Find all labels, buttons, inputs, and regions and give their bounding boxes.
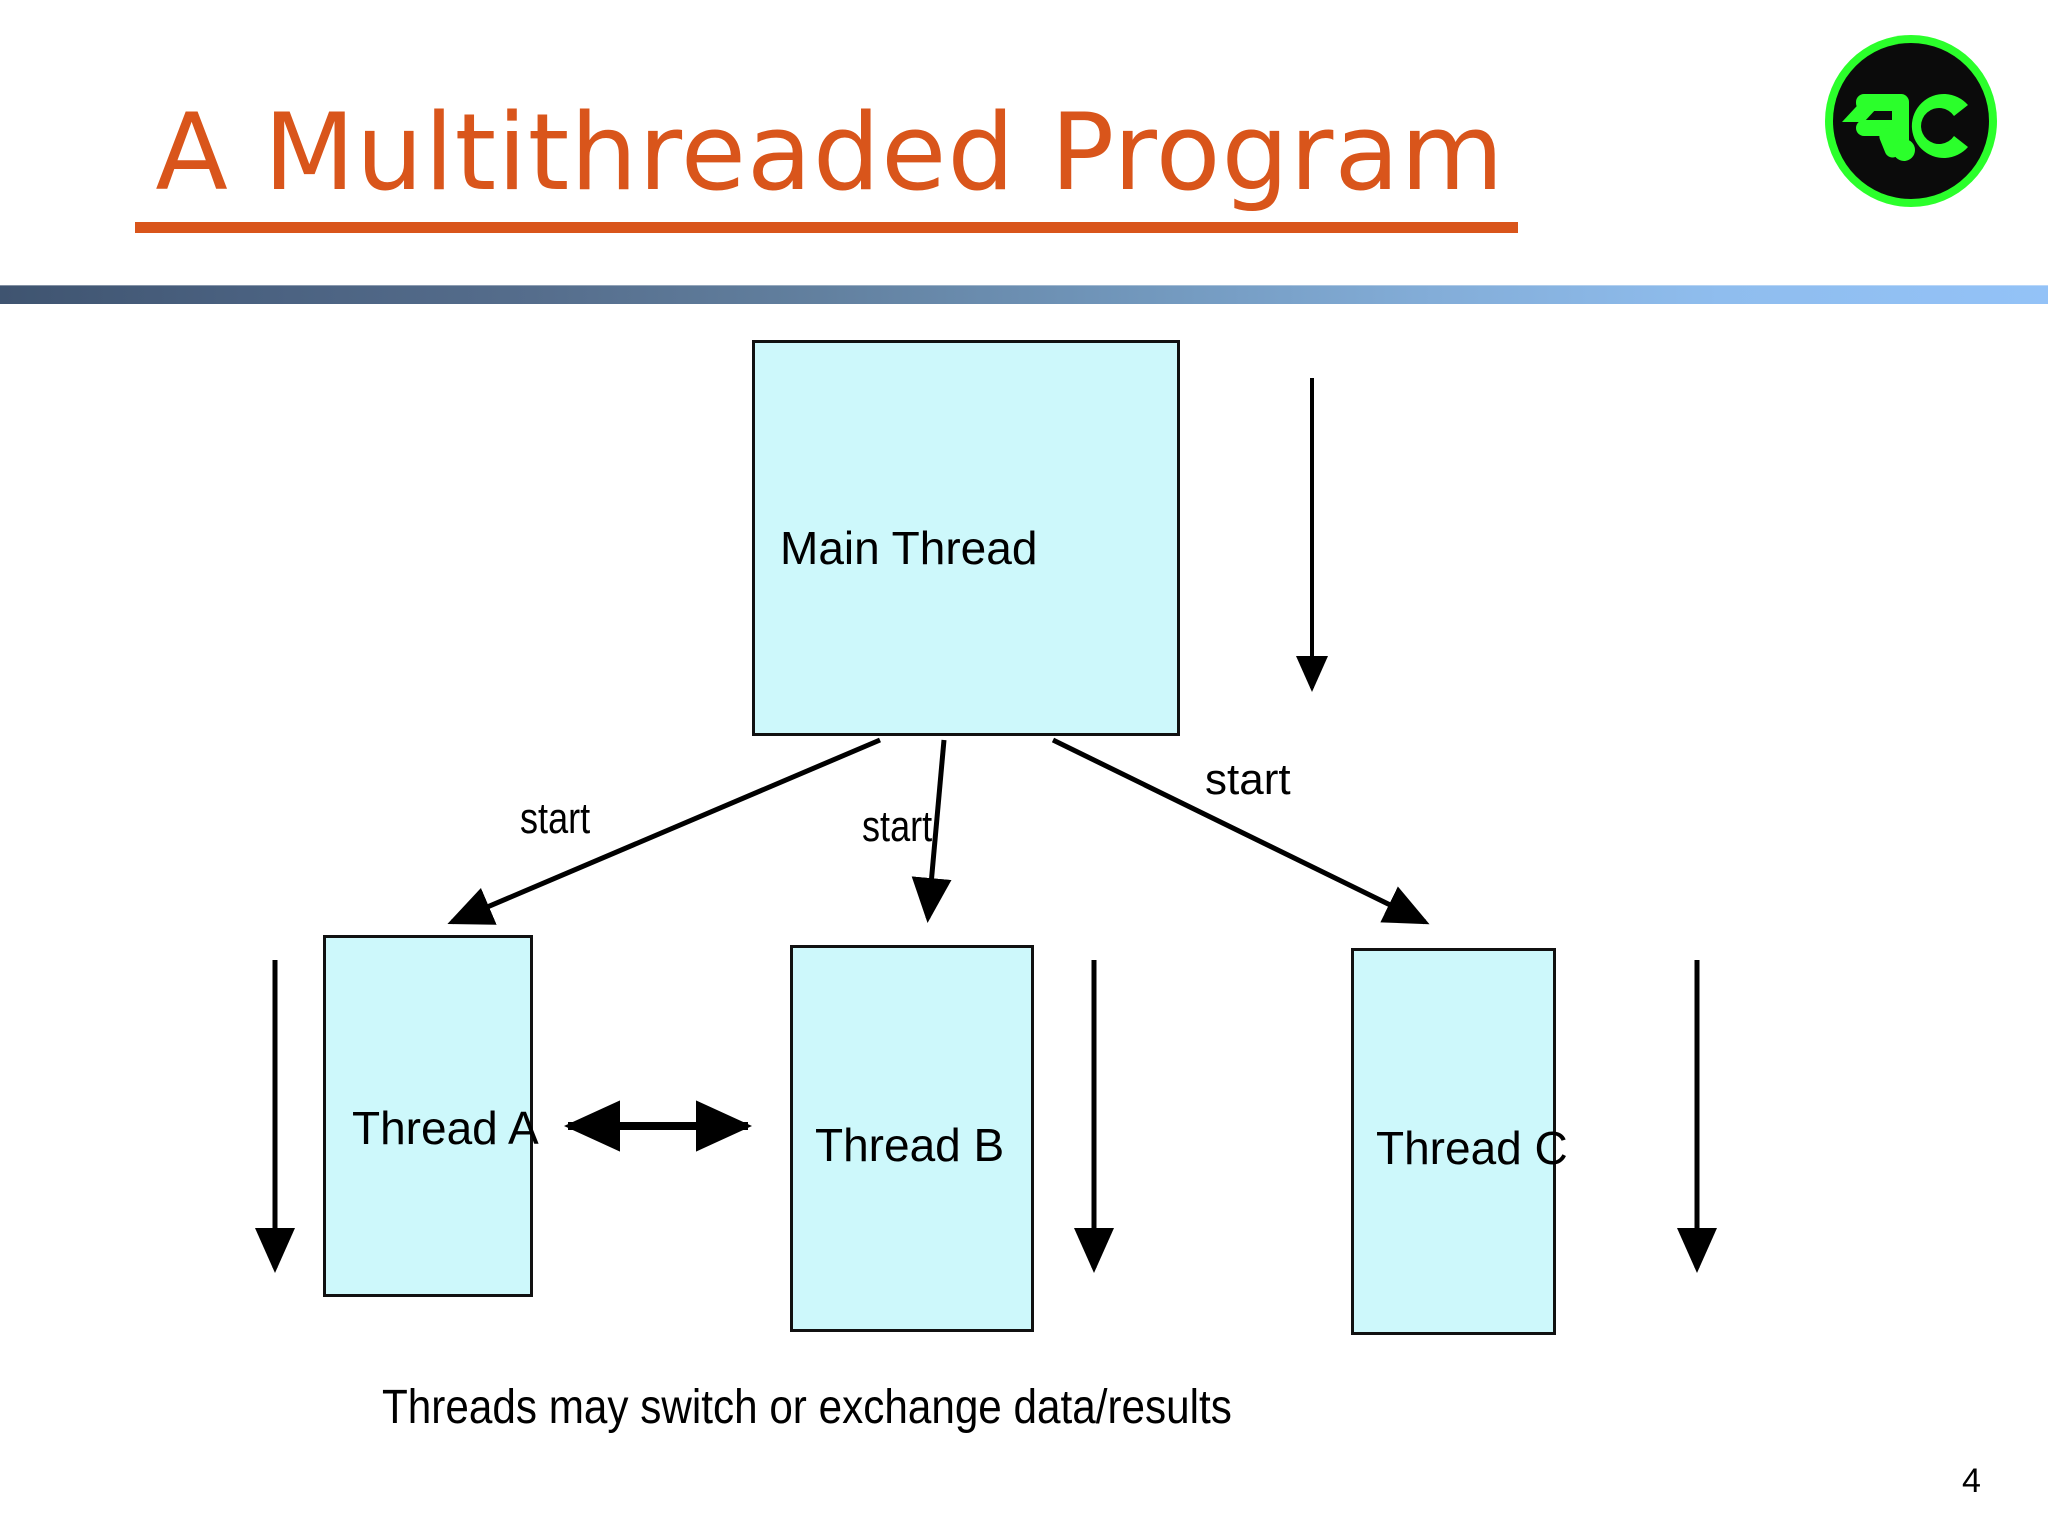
start-label-a: start: [520, 794, 591, 843]
thread-b-box: [790, 945, 1034, 1332]
start-label-b: start: [862, 802, 933, 851]
start-arrow-a: [447, 737, 881, 925]
thread-c-label: Thread C: [1376, 1122, 1568, 1174]
title-underline: [135, 222, 1518, 233]
thread-a-label: Thread A: [352, 1102, 539, 1154]
main-thread-label: Main Thread: [780, 522, 1038, 574]
page-number: 4: [1962, 1462, 1981, 1500]
rc-logo-icon: [1825, 35, 1997, 207]
thread-b-label: Thread B: [815, 1119, 1005, 1171]
page-title: A Multithreaded Program: [155, 91, 1505, 214]
diagram-caption: Threads may switch or exchange data/resu…: [382, 1381, 1232, 1434]
start-label-c: start: [1205, 755, 1291, 804]
rc-logo: [1822, 32, 2000, 210]
thread-c-box: [1351, 948, 1556, 1335]
thread-a-box: [323, 935, 533, 1297]
header-separator-bar: [0, 285, 2048, 304]
main-thread-box: [752, 340, 1180, 736]
